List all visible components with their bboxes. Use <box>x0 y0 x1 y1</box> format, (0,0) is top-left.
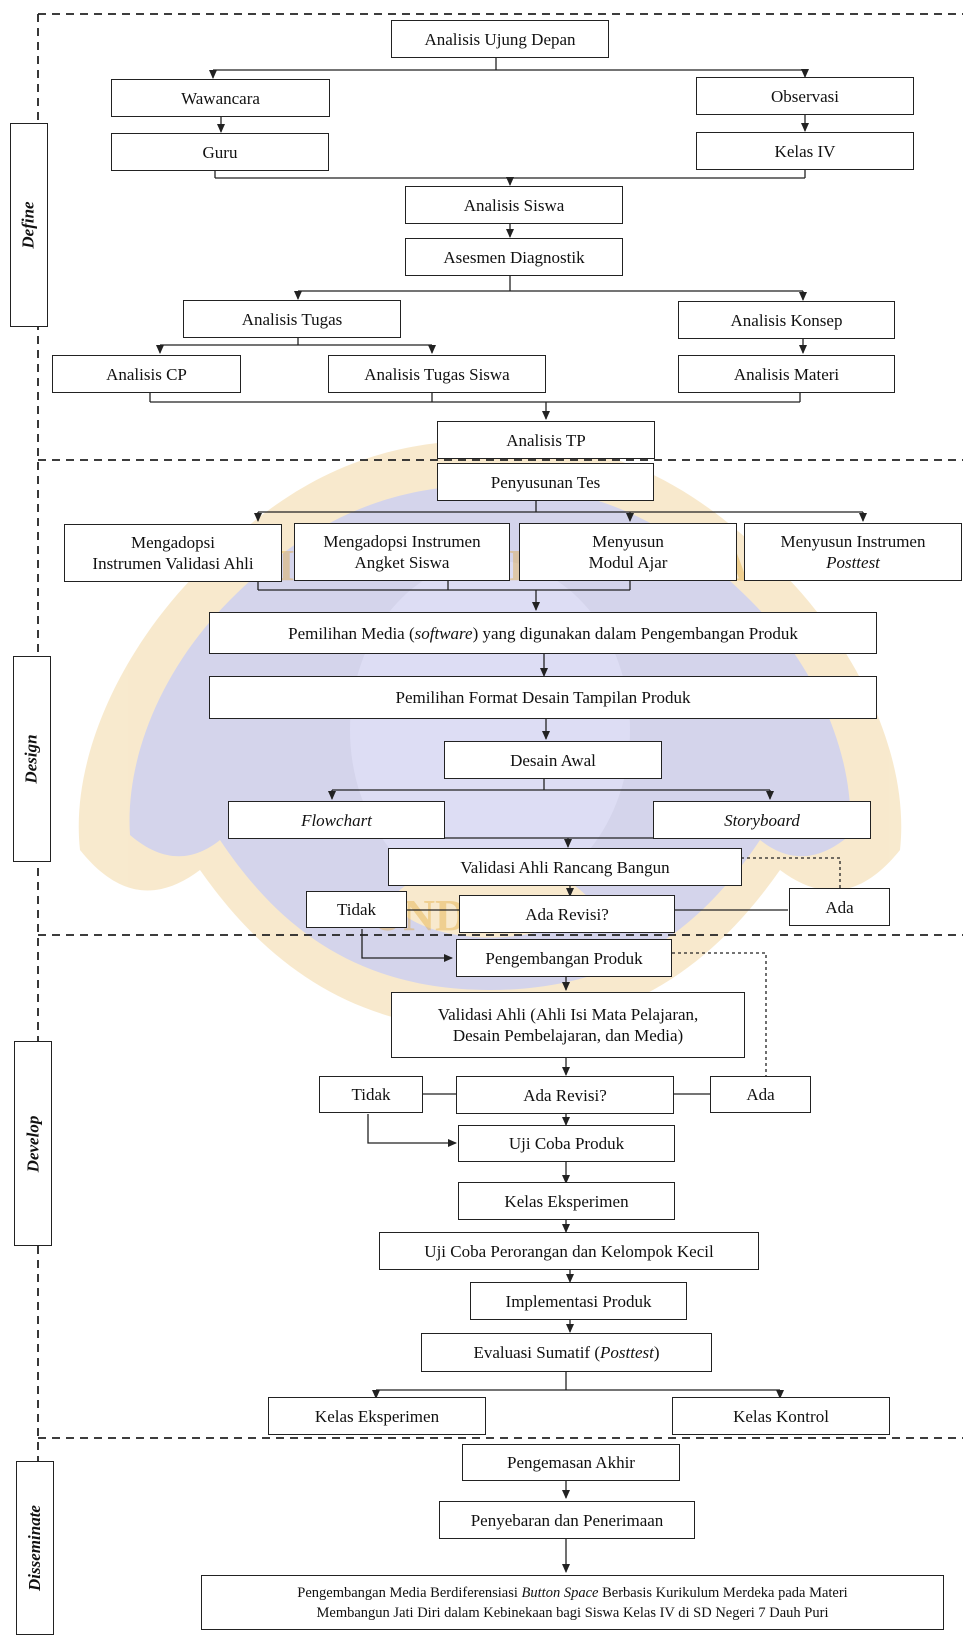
box-analisis-materi: Analisis Materi <box>678 355 895 393</box>
box-guru: Guru <box>111 133 329 171</box>
box-analisis-tugas: Analisis Tugas <box>183 300 401 338</box>
box-observasi: Observasi <box>696 77 914 115</box>
box-flowchart: Flowchart <box>228 801 445 839</box>
phase-develop: Develop <box>14 1041 52 1246</box>
phase-design-label: Design <box>22 734 41 784</box>
evaluasi-part1: Evaluasi Sumatif ( <box>473 1343 600 1362</box>
box-design-ada-revisi: Ada Revisi? <box>459 895 675 933</box>
phase-disseminate: Disseminate <box>16 1461 54 1635</box>
mengadopsi-validasi-line2: Instrumen Validasi Ahli <box>92 554 254 573</box>
final-line2: Membangun Jati Diri dalam Kebinekaan bag… <box>316 1604 829 1621</box>
phase-develop-label: Develop <box>23 1115 43 1172</box>
box-validasi-rancang: Validasi Ahli Rancang Bangun <box>388 848 742 886</box>
box-kelas-kontrol: Kelas Kontrol <box>672 1397 890 1435</box>
validasi-ahli-line2: Desain Pembelajaran, dan Media) <box>452 1026 684 1045</box>
box-kelas-eksperimen: Kelas Eksperimen <box>458 1182 675 1220</box>
box-validasi-ahli: Validasi Ahli (Ahli Isi Mata Pelajaran, … <box>391 992 745 1058</box>
box-penyebaran: Penyebaran dan Penerimaan <box>439 1501 695 1539</box>
box-pengembangan-produk: Pengembangan Produk <box>456 939 672 977</box>
pemilihan-media-part1: Pemilihan Media ( <box>288 623 415 643</box>
validasi-ahli-line1: Validasi Ahli (Ahli Isi Mata Pelajaran, <box>437 1005 699 1024</box>
box-kelas-eksperimen-2: Kelas Eksperimen <box>268 1397 486 1435</box>
box-pemilihan-media: Pemilihan Media (software) yang digunaka… <box>209 612 877 654</box>
evaluasi-part2: Posttest <box>600 1343 654 1362</box>
box-develop-ada: Ada <box>710 1076 811 1113</box>
box-penyusunan-tes: Penyusunan Tes <box>437 463 654 501</box>
box-menyusun-posttest: Menyusun Instrumen Posttest <box>744 523 962 581</box>
box-uji-coba-produk: Uji Coba Produk <box>458 1125 675 1162</box>
box-storyboard: Storyboard <box>653 801 871 839</box>
box-analisis-tp: Analisis TP <box>437 421 655 459</box>
box-analisis-tugas-siswa: Analisis Tugas Siswa <box>328 355 546 393</box>
pemilihan-media-part3: ) yang digunakan dalam Pengembangan Prod… <box>472 623 798 643</box>
box-analisis-konsep: Analisis Konsep <box>678 301 895 339</box>
phase-design: Design <box>13 656 51 862</box>
box-evaluasi: Evaluasi Sumatif (Posttest) <box>421 1333 712 1372</box>
box-pemilihan-format: Pemilihan Format Desain Tampilan Produk <box>209 676 877 719</box>
box-desain-awal: Desain Awal <box>444 741 662 779</box>
pemilihan-media-text: Pemilihan Media (software) yang digunaka… <box>288 623 798 644</box>
final-part3: Berbasis Kurikulum Merdeka pada Materi <box>598 1584 848 1601</box>
box-analisis-cp: Analisis CP <box>52 355 241 393</box>
menyusun-posttest-line1: Menyusun Instrumen <box>780 532 926 551</box>
box-mengadopsi-validasi: Mengadopsi Instrumen Validasi Ahli <box>64 524 282 582</box>
evaluasi-part3: ) <box>653 1343 660 1362</box>
mengadopsi-validasi-line1: Mengadopsi <box>130 533 216 552</box>
box-develop-ada-revisi: Ada Revisi? <box>456 1076 674 1114</box>
mengadopsi-angket-line1: Mengadopsi Instrumen <box>323 532 481 551</box>
box-kelas-iv: Kelas IV <box>696 132 914 170</box>
final-part2: Button Space <box>521 1584 599 1601</box>
box-analisis-siswa: Analisis Siswa <box>405 186 623 224</box>
evaluasi-text: Evaluasi Sumatif (Posttest) <box>473 1342 659 1363</box>
phase-define-label: Define <box>19 201 38 249</box>
box-pengemasan-akhir: Pengemasan Akhir <box>462 1444 680 1481</box>
box-mengadopsi-angket: Mengadopsi Instrumen Angket Siswa <box>294 523 510 581</box>
mengadopsi-angket-line2: Angket Siswa <box>354 553 450 572</box>
pemilihan-media-part2: software <box>414 623 473 643</box>
menyusun-modul-line1: Menyusun <box>592 532 664 551</box>
box-design-tidak: Tidak <box>306 891 407 928</box>
box-asesmen-diagnostik: Asesmen Diagnostik <box>405 238 623 276</box>
box-wawancara: Wawancara <box>111 79 330 117</box>
menyusun-posttest-line2: Posttest <box>826 553 880 572</box>
box-develop-tidak: Tidak <box>319 1076 423 1113</box>
box-analisis-ujung-depan: Analisis Ujung Depan <box>391 20 609 58</box>
box-implementasi: Implementasi Produk <box>470 1282 687 1320</box>
box-final-product: Pengembangan Media Berdiferensiasi Butto… <box>201 1575 944 1630</box>
final-part1: Pengembangan Media Berdiferensiasi <box>297 1584 522 1601</box>
box-design-ada: Ada <box>789 888 890 926</box>
phase-disseminate-label: Disseminate <box>25 1505 45 1591</box>
menyusun-modul-line2: Modul Ajar <box>588 553 668 572</box>
box-uji-perorangan: Uji Coba Perorangan dan Kelompok Kecil <box>379 1232 759 1270</box>
final-line1: Pengembangan Media Berdiferensiasi Butto… <box>297 1583 847 1603</box>
phase-define: Define <box>10 123 48 327</box>
box-menyusun-modul: Menyusun Modul Ajar <box>519 523 737 581</box>
